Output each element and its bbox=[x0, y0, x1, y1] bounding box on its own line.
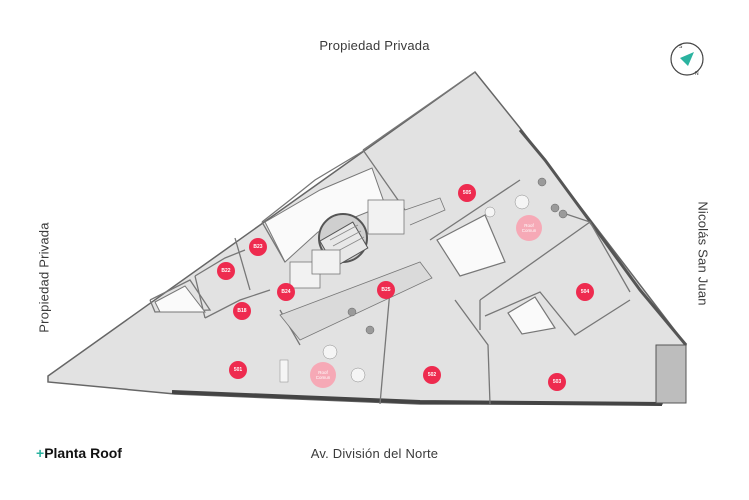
lightwell-right bbox=[436, 214, 506, 277]
corner-facade bbox=[655, 344, 687, 404]
roof-badge-line2: Comun bbox=[315, 375, 331, 380]
east-facade bbox=[518, 129, 688, 346]
interior-walls bbox=[149, 71, 631, 405]
roof-badge-line1: Roof bbox=[524, 223, 534, 228]
unit-badge-b25[interactable]: B25 bbox=[377, 281, 395, 299]
street-label-right: Nicolás San Juan bbox=[695, 201, 711, 306]
plus-icon: + bbox=[36, 445, 45, 461]
compass-south-label: S bbox=[679, 44, 683, 50]
unit-badge-b18[interactable]: B18 bbox=[233, 302, 251, 320]
corridor bbox=[279, 261, 433, 341]
unit-badge-503[interactable]: 503 bbox=[548, 373, 566, 391]
lightwell-left bbox=[154, 285, 207, 313]
street-label-left: Propiedad Privada bbox=[36, 222, 52, 333]
unit-badge-505[interactable]: 505 bbox=[458, 184, 476, 202]
lightwell-east bbox=[507, 296, 556, 335]
unit-badge-b23[interactable]: B23 bbox=[249, 238, 267, 256]
unit-badge-504[interactable]: 504 bbox=[576, 283, 594, 301]
roof-badge-line1: Roof bbox=[318, 370, 328, 375]
south-facade bbox=[171, 390, 663, 406]
plan-title: +Planta Roof bbox=[36, 445, 122, 461]
unit-badge-b24[interactable]: B24 bbox=[277, 283, 295, 301]
roof-badge-line2: Comun bbox=[521, 228, 537, 233]
bathrooms bbox=[289, 199, 405, 289]
unit-badge-502[interactable]: 502 bbox=[423, 366, 441, 384]
street-label-top: Propiedad Privada bbox=[319, 38, 430, 53]
terrace-furniture bbox=[279, 177, 568, 383]
plan-title-text: Planta Roof bbox=[44, 445, 122, 461]
compass-icon: S N bbox=[668, 40, 706, 78]
unit-badge-b22[interactable]: B22 bbox=[217, 262, 235, 280]
corridor-east bbox=[404, 197, 446, 226]
street-label-bottom: Av. División del Norte bbox=[310, 446, 439, 461]
unit-badge-501[interactable]: 501 bbox=[229, 361, 247, 379]
compass-north-label: N bbox=[695, 71, 699, 77]
